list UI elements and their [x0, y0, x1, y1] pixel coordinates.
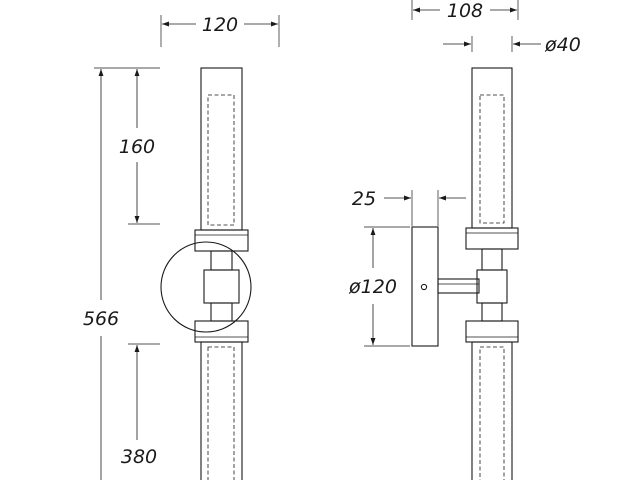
- side-upper-collar: [465, 227, 519, 250]
- upper-tube-dimension-label: 160: [119, 136, 155, 158]
- height-dimension-label: 566: [83, 308, 119, 330]
- upper-neck: [210, 250, 233, 271]
- lower-tube-dimension-label: 380: [121, 446, 157, 468]
- side-view: 108 ø40 25 ø120: [348, 0, 581, 480]
- central-hub: [203, 269, 240, 304]
- upper-tube-inner-dashed: [207, 94, 235, 226]
- front-view: 120 566 160 380: [83, 14, 280, 480]
- side-upper-tube-inner-dashed: [479, 94, 505, 224]
- wall-plate-side: [411, 226, 439, 347]
- side-lower-collar: [465, 320, 519, 343]
- lower-tube-inner-dashed: [207, 346, 235, 480]
- plate-diameter-label: ø120: [348, 276, 397, 298]
- width-dimension-label: 120: [202, 14, 238, 36]
- side-lower-tube-inner-dashed: [479, 346, 505, 480]
- upper-tube: [200, 67, 243, 231]
- tube-diameter-label: ø40: [544, 34, 581, 56]
- wall-plate-circle: [160, 241, 252, 333]
- lower-tube: [200, 341, 243, 480]
- depth-dimension-label: 108: [447, 0, 483, 22]
- plate-thickness-label: 25: [352, 188, 376, 210]
- side-lower-tube: [471, 341, 513, 480]
- mounting-screw-hole: [420, 283, 428, 291]
- side-central-hub: [476, 269, 508, 304]
- upper-collar: [194, 229, 249, 252]
- lower-neck: [210, 302, 233, 322]
- side-upper-tube: [471, 67, 513, 229]
- support-arm: [437, 278, 480, 294]
